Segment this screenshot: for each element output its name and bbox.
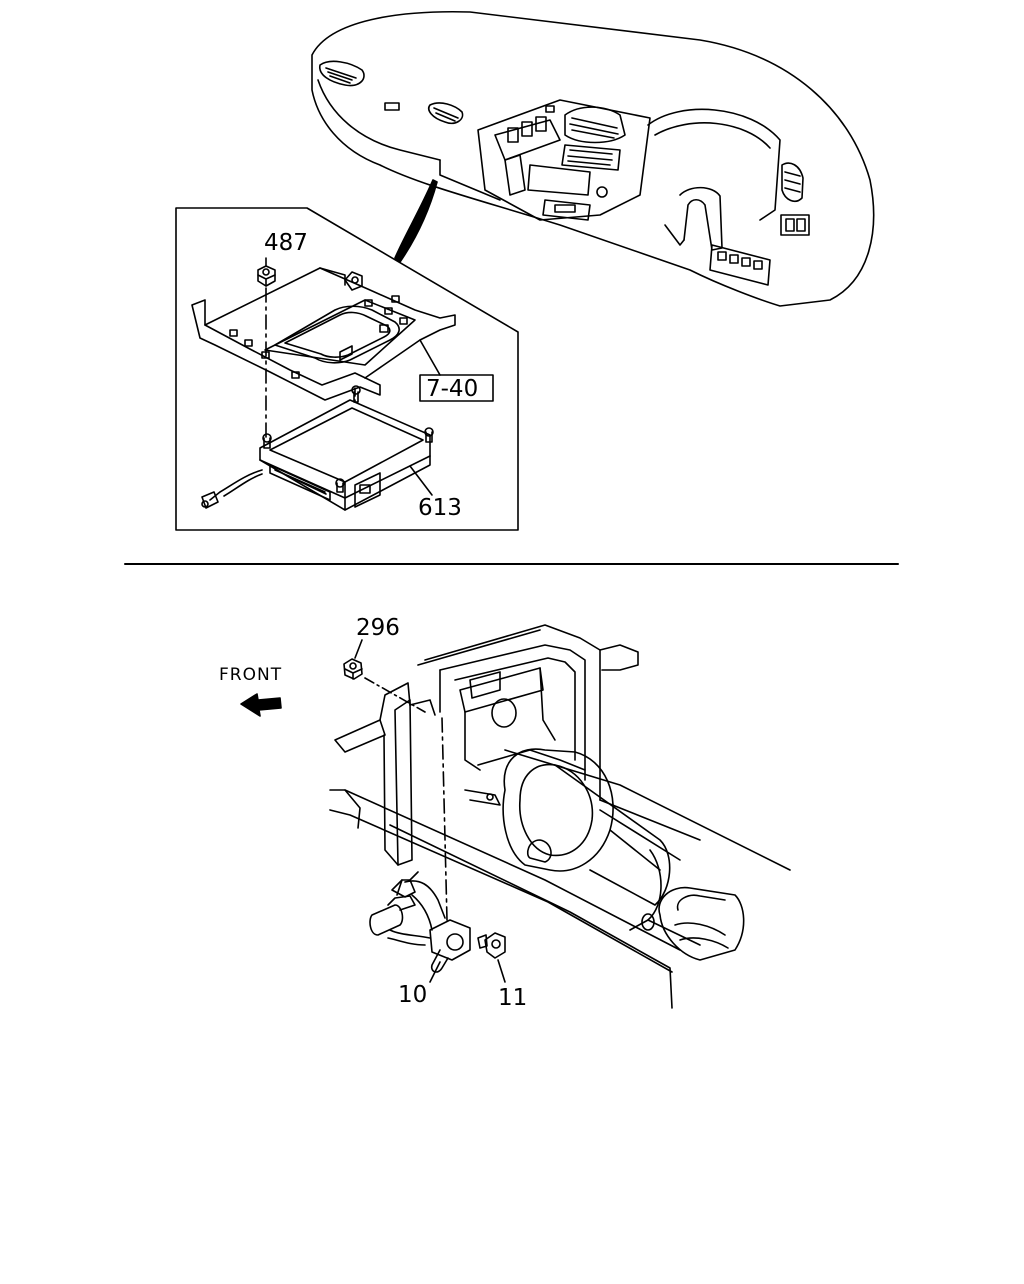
frame-illustration: [329, 624, 791, 1009]
leader-10: [429, 961, 441, 983]
speed-sensor-10-illustration: [369, 871, 471, 973]
callout-10: 10: [398, 982, 427, 1008]
callout-7-40: 7-40: [426, 376, 478, 402]
front-indicator: FRONT: [219, 665, 282, 717]
assembly-line-4: [441, 717, 448, 921]
inset-frame: [175, 207, 519, 531]
transmission-illustration: [502, 748, 745, 961]
bracket-illustration: [191, 267, 456, 401]
callout-296: 296: [356, 615, 400, 641]
nut-487-icon: [257, 265, 276, 287]
dashboard-illustration: [311, 10, 875, 307]
front-label: FRONT: [219, 665, 282, 685]
bolt-11-icon: [477, 932, 506, 959]
callout-613: 613: [418, 495, 462, 521]
callout-11: 11: [498, 985, 527, 1011]
assembly-line-3: [364, 677, 426, 713]
leader-613: [409, 465, 433, 496]
ref-box-7-40: 7-40: [419, 339, 494, 402]
ecu-613-illustration: [201, 385, 434, 511]
nut-296-icon: [343, 658, 363, 680]
leader-296: [354, 639, 363, 659]
leader-11: [497, 959, 506, 983]
callout-487: 487: [264, 230, 308, 256]
front-arrow-icon: [240, 693, 282, 717]
